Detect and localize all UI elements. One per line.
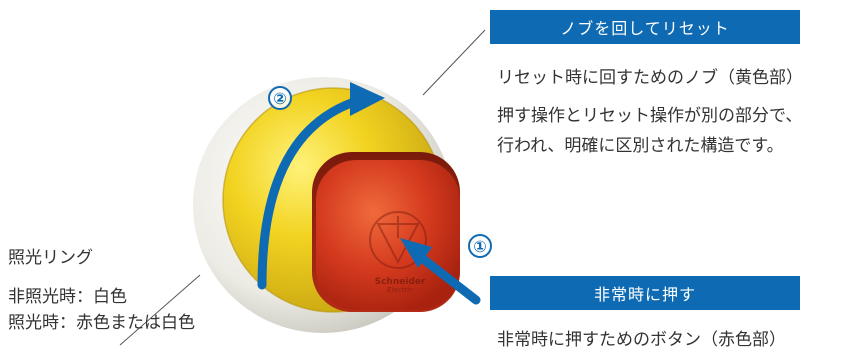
- brand-name: Schneider: [374, 277, 426, 287]
- reset-desc-line-1: リセット時に回すためのノブ（黄色部）: [497, 68, 803, 88]
- button-brand: Schneider Electric: [370, 278, 430, 294]
- push-arrow-icon: [413, 250, 481, 305]
- reset-desc-line-3: 行われ、明確に区別された構造です。: [497, 136, 784, 156]
- emergency-push-tag: 非常時に押す: [490, 276, 800, 310]
- ring-label-line-2: 照光時：赤色または白色: [8, 313, 195, 333]
- reset-knob-tag: ノブを回してリセット: [490, 10, 800, 44]
- ring-label-line-1: 非照光時：白色: [8, 287, 127, 307]
- leader-line-ring: [119, 274, 201, 346]
- reset-desc-line-2: 押す操作とリセット操作が別の部分で、: [497, 106, 803, 126]
- brand-sub: Electric: [387, 286, 413, 294]
- leader-line-knob: [422, 29, 486, 96]
- push-desc-line-1: 非常時に押すためのボタン（赤色部）: [497, 330, 786, 350]
- rotate-arrow-icon: [257, 95, 365, 290]
- red-push-button: [316, 160, 460, 310]
- marker-one: ①: [468, 234, 492, 258]
- ring-label-title: 照光リング: [8, 248, 93, 268]
- marker-two: ②: [268, 86, 292, 110]
